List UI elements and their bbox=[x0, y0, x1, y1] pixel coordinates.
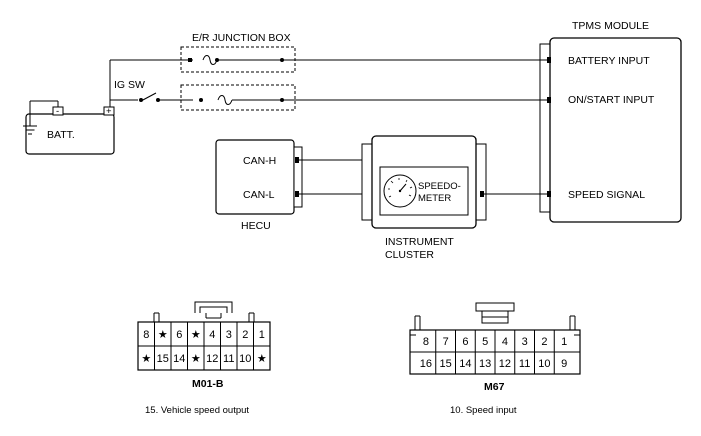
m67-pin-bottom-3: 14 bbox=[459, 358, 471, 370]
m67-pin-top-5: 4 bbox=[502, 336, 508, 348]
cluster-left-connector bbox=[361, 143, 373, 221]
m67-pin-bottom-4: 13 bbox=[479, 358, 491, 370]
terminal-pin bbox=[480, 191, 484, 197]
terminal-pin bbox=[547, 57, 551, 63]
m67-pin-top-4: 5 bbox=[482, 336, 488, 348]
m01b-pin-top-4: ★ bbox=[191, 329, 201, 341]
m01b-pin-bottom-4: ★ bbox=[191, 353, 201, 365]
junction-dot bbox=[199, 98, 203, 102]
m67-pin-bottom-2: 15 bbox=[440, 358, 452, 370]
m01b-pin-top-8: 1 bbox=[259, 329, 265, 341]
battery-box bbox=[25, 113, 115, 155]
m01b-pin-top-2: ★ bbox=[158, 329, 168, 341]
m67-pin-bottom-5: 12 bbox=[499, 358, 511, 370]
m67-pin-top-1: 8 bbox=[423, 336, 429, 348]
m01b-pin-bottom-1: ★ bbox=[141, 353, 151, 365]
connector-m67: 8 7 6 5 4 3 2 1 16 15 14 13 12 11 10 9 bbox=[409, 302, 581, 375]
tpms-module-title: TPMS MODULE bbox=[572, 20, 649, 32]
speed-signal-label: SPEED SIGNAL bbox=[568, 189, 645, 201]
speedometer-label-line1: SPEEDO- bbox=[418, 181, 461, 192]
cluster-right-connector bbox=[475, 143, 487, 221]
hecu-connector-strip bbox=[293, 146, 303, 208]
m67-pin-top-7: 2 bbox=[541, 336, 547, 348]
junction-dot bbox=[280, 58, 284, 62]
m01b-pin-top-6: 3 bbox=[226, 329, 232, 341]
hecu-box bbox=[215, 139, 295, 215]
m01b-pin-note: 15. Vehicle speed output bbox=[145, 405, 249, 416]
m01b-pin-bottom-3: 14 bbox=[173, 353, 185, 365]
terminal-pin bbox=[295, 191, 299, 197]
m67-pin-bottom-6: 11 bbox=[519, 358, 530, 370]
tpms-module-box bbox=[549, 37, 682, 223]
instrument-cluster-label-line1: INSTRUMENT bbox=[385, 236, 454, 248]
m01b-pin-bottom-2: 15 bbox=[157, 353, 169, 365]
tpms-connector-strip bbox=[539, 43, 551, 213]
battery-positive-terminal bbox=[103, 106, 115, 116]
junction-dot bbox=[280, 98, 284, 102]
ground-symbol bbox=[23, 100, 59, 135]
switch-contact bbox=[156, 98, 160, 102]
terminal-pin bbox=[547, 191, 551, 197]
m01b-pin-bottom-8: ★ bbox=[257, 353, 267, 365]
m01b-pin-top-3: 6 bbox=[176, 329, 182, 341]
can-l-label: CAN-L bbox=[243, 189, 275, 201]
ig-fuse-box-outline bbox=[180, 84, 296, 111]
terminal-pin bbox=[547, 97, 551, 103]
battery-label: BATT. bbox=[47, 129, 75, 141]
switch-contact bbox=[139, 98, 143, 102]
m01b-pin-bottom-6: 11 bbox=[223, 353, 234, 365]
can-h-label: CAN-H bbox=[243, 155, 276, 167]
m67-connector-name: M67 bbox=[484, 381, 505, 393]
fuse-terminal bbox=[188, 58, 192, 62]
junction-dot bbox=[215, 58, 219, 62]
m01b-pin-top-7: 2 bbox=[242, 329, 248, 341]
terminal-pin bbox=[295, 157, 299, 163]
hecu-label: HECU bbox=[241, 220, 271, 232]
battery-input-wire bbox=[110, 55, 550, 65]
ig-sw-label: IG SW bbox=[114, 79, 145, 91]
battery-positive-sign: + bbox=[106, 106, 112, 117]
speedometer-label-line2: METER bbox=[418, 193, 451, 204]
m01b-connector-name: M01-B bbox=[192, 378, 224, 390]
m67-pin-bottom-7: 10 bbox=[538, 358, 550, 370]
battery-input-label: BATTERY INPUT bbox=[568, 55, 650, 67]
m01b-pin-top-1: 8 bbox=[143, 329, 149, 341]
m01b-pin-bottom-5: 12 bbox=[206, 353, 218, 365]
instrument-cluster-label-line2: CLUSTER bbox=[385, 249, 434, 261]
m01b-pin-top-5: 4 bbox=[209, 329, 215, 341]
m01b-pin-bottom-7: 10 bbox=[239, 353, 251, 365]
m67-pin-note: 10. Speed input bbox=[450, 405, 517, 416]
er-junction-box-label: E/R JUNCTION BOX bbox=[192, 32, 291, 44]
battery-negative-sign: - bbox=[56, 106, 59, 117]
m67-pin-top-8: 1 bbox=[561, 336, 567, 348]
m67-pin-top-6: 3 bbox=[522, 336, 528, 348]
m67-pin-bottom-8: 9 bbox=[561, 358, 567, 370]
speedometer-gauge-icon bbox=[383, 174, 417, 208]
on-start-input-wire bbox=[109, 60, 550, 105]
m67-pin-top-2: 7 bbox=[443, 336, 449, 348]
on-start-input-label: ON/START INPUT bbox=[568, 94, 655, 106]
m67-pin-top-3: 6 bbox=[462, 336, 468, 348]
m67-pin-bottom-1: 16 bbox=[420, 358, 432, 370]
